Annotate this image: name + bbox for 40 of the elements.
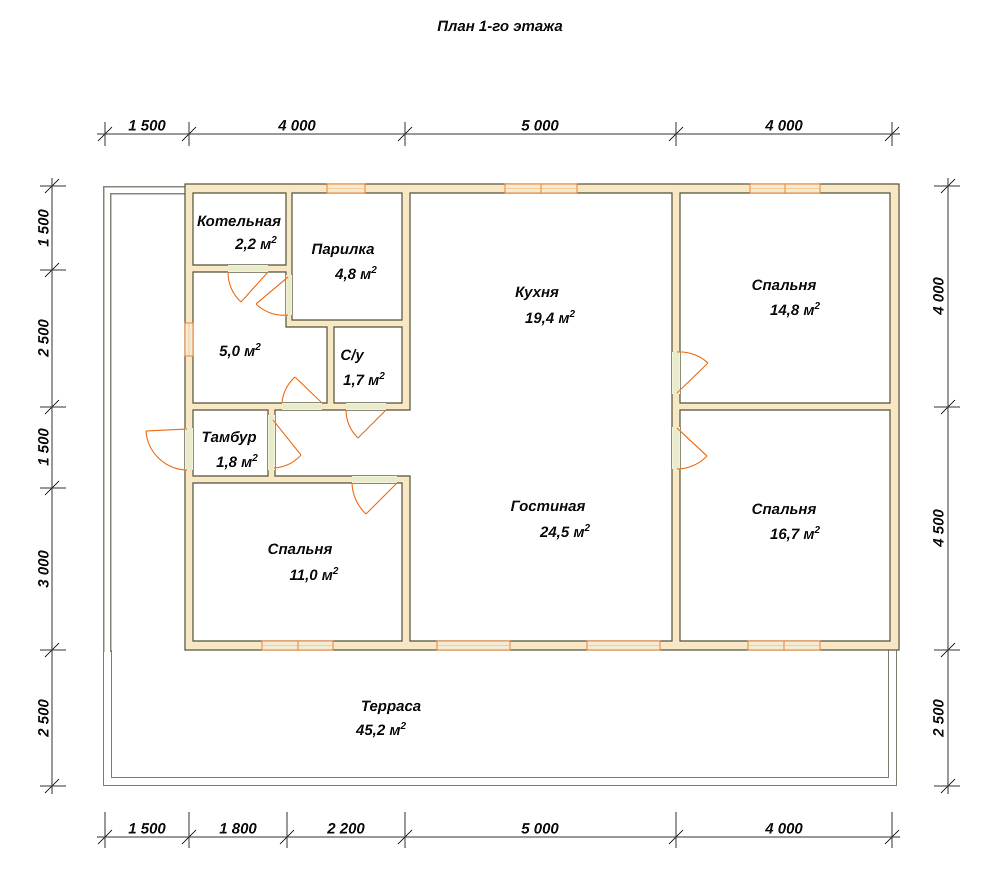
room-label: Тамбур	[201, 430, 257, 446]
area-label: 1,7 м$^{2}$	[343, 372, 385, 390]
dimension-label: 4 500	[930, 509, 948, 547]
dimension-label: 4 000	[765, 820, 803, 838]
dimension-label: 4 000	[278, 118, 316, 134]
room-label: Спальня	[268, 542, 332, 558]
room-label: С/у	[340, 348, 364, 364]
room-label: Котельная	[197, 214, 281, 230]
room-label: 5,0 м$^{2}$	[219, 344, 261, 360]
room-label: Парилка	[312, 242, 374, 258]
dimension-label: 4 000	[930, 277, 948, 315]
room-label: Гостиная	[510, 498, 586, 516]
dimension-label: 3 000	[36, 550, 52, 588]
dimension-label: 1 500	[128, 118, 166, 134]
dimension-label: 5 000	[521, 820, 559, 838]
room-label: Спальня	[752, 278, 816, 294]
area-label: 19,4 м$^{2}$	[524, 310, 576, 328]
plan-title: План 1-го этажа	[437, 18, 563, 35]
dimension-label: 2 500	[930, 699, 948, 737]
area-label: 1,8 м$^{2}$	[216, 454, 258, 472]
dimension-label: 5 000	[521, 118, 559, 134]
area-label: 11,0 м$^{2}$	[290, 568, 338, 584]
dimension-label: 1 500	[128, 820, 166, 838]
room-label: Кухня	[515, 284, 559, 302]
dimension-label: 1 500	[36, 209, 52, 247]
area-label: 14,8 м$^{2}$	[770, 302, 820, 320]
dimension-label: 2 500	[36, 699, 52, 737]
dimension-label: 4 000	[765, 118, 803, 134]
room-label: Терраса	[360, 698, 422, 716]
dimension-label: 2 500	[36, 319, 52, 357]
dimension-label: 1 500	[36, 428, 52, 466]
area-label: 16,7 м$^{2}$	[770, 526, 820, 544]
area-label: 4,8 м$^{2}$	[335, 266, 377, 284]
terrace-outline	[103, 650, 897, 786]
area-label: 45,2 м$^{2}$	[356, 722, 406, 740]
dimension-label: 2 200	[327, 820, 365, 838]
area-label: 24,5 м$^{2}$	[540, 524, 590, 542]
area-label: 2,2 м$^{2}$	[235, 236, 277, 254]
room-label: Спальня	[752, 502, 816, 518]
dimension-label: 1 800	[219, 820, 257, 838]
